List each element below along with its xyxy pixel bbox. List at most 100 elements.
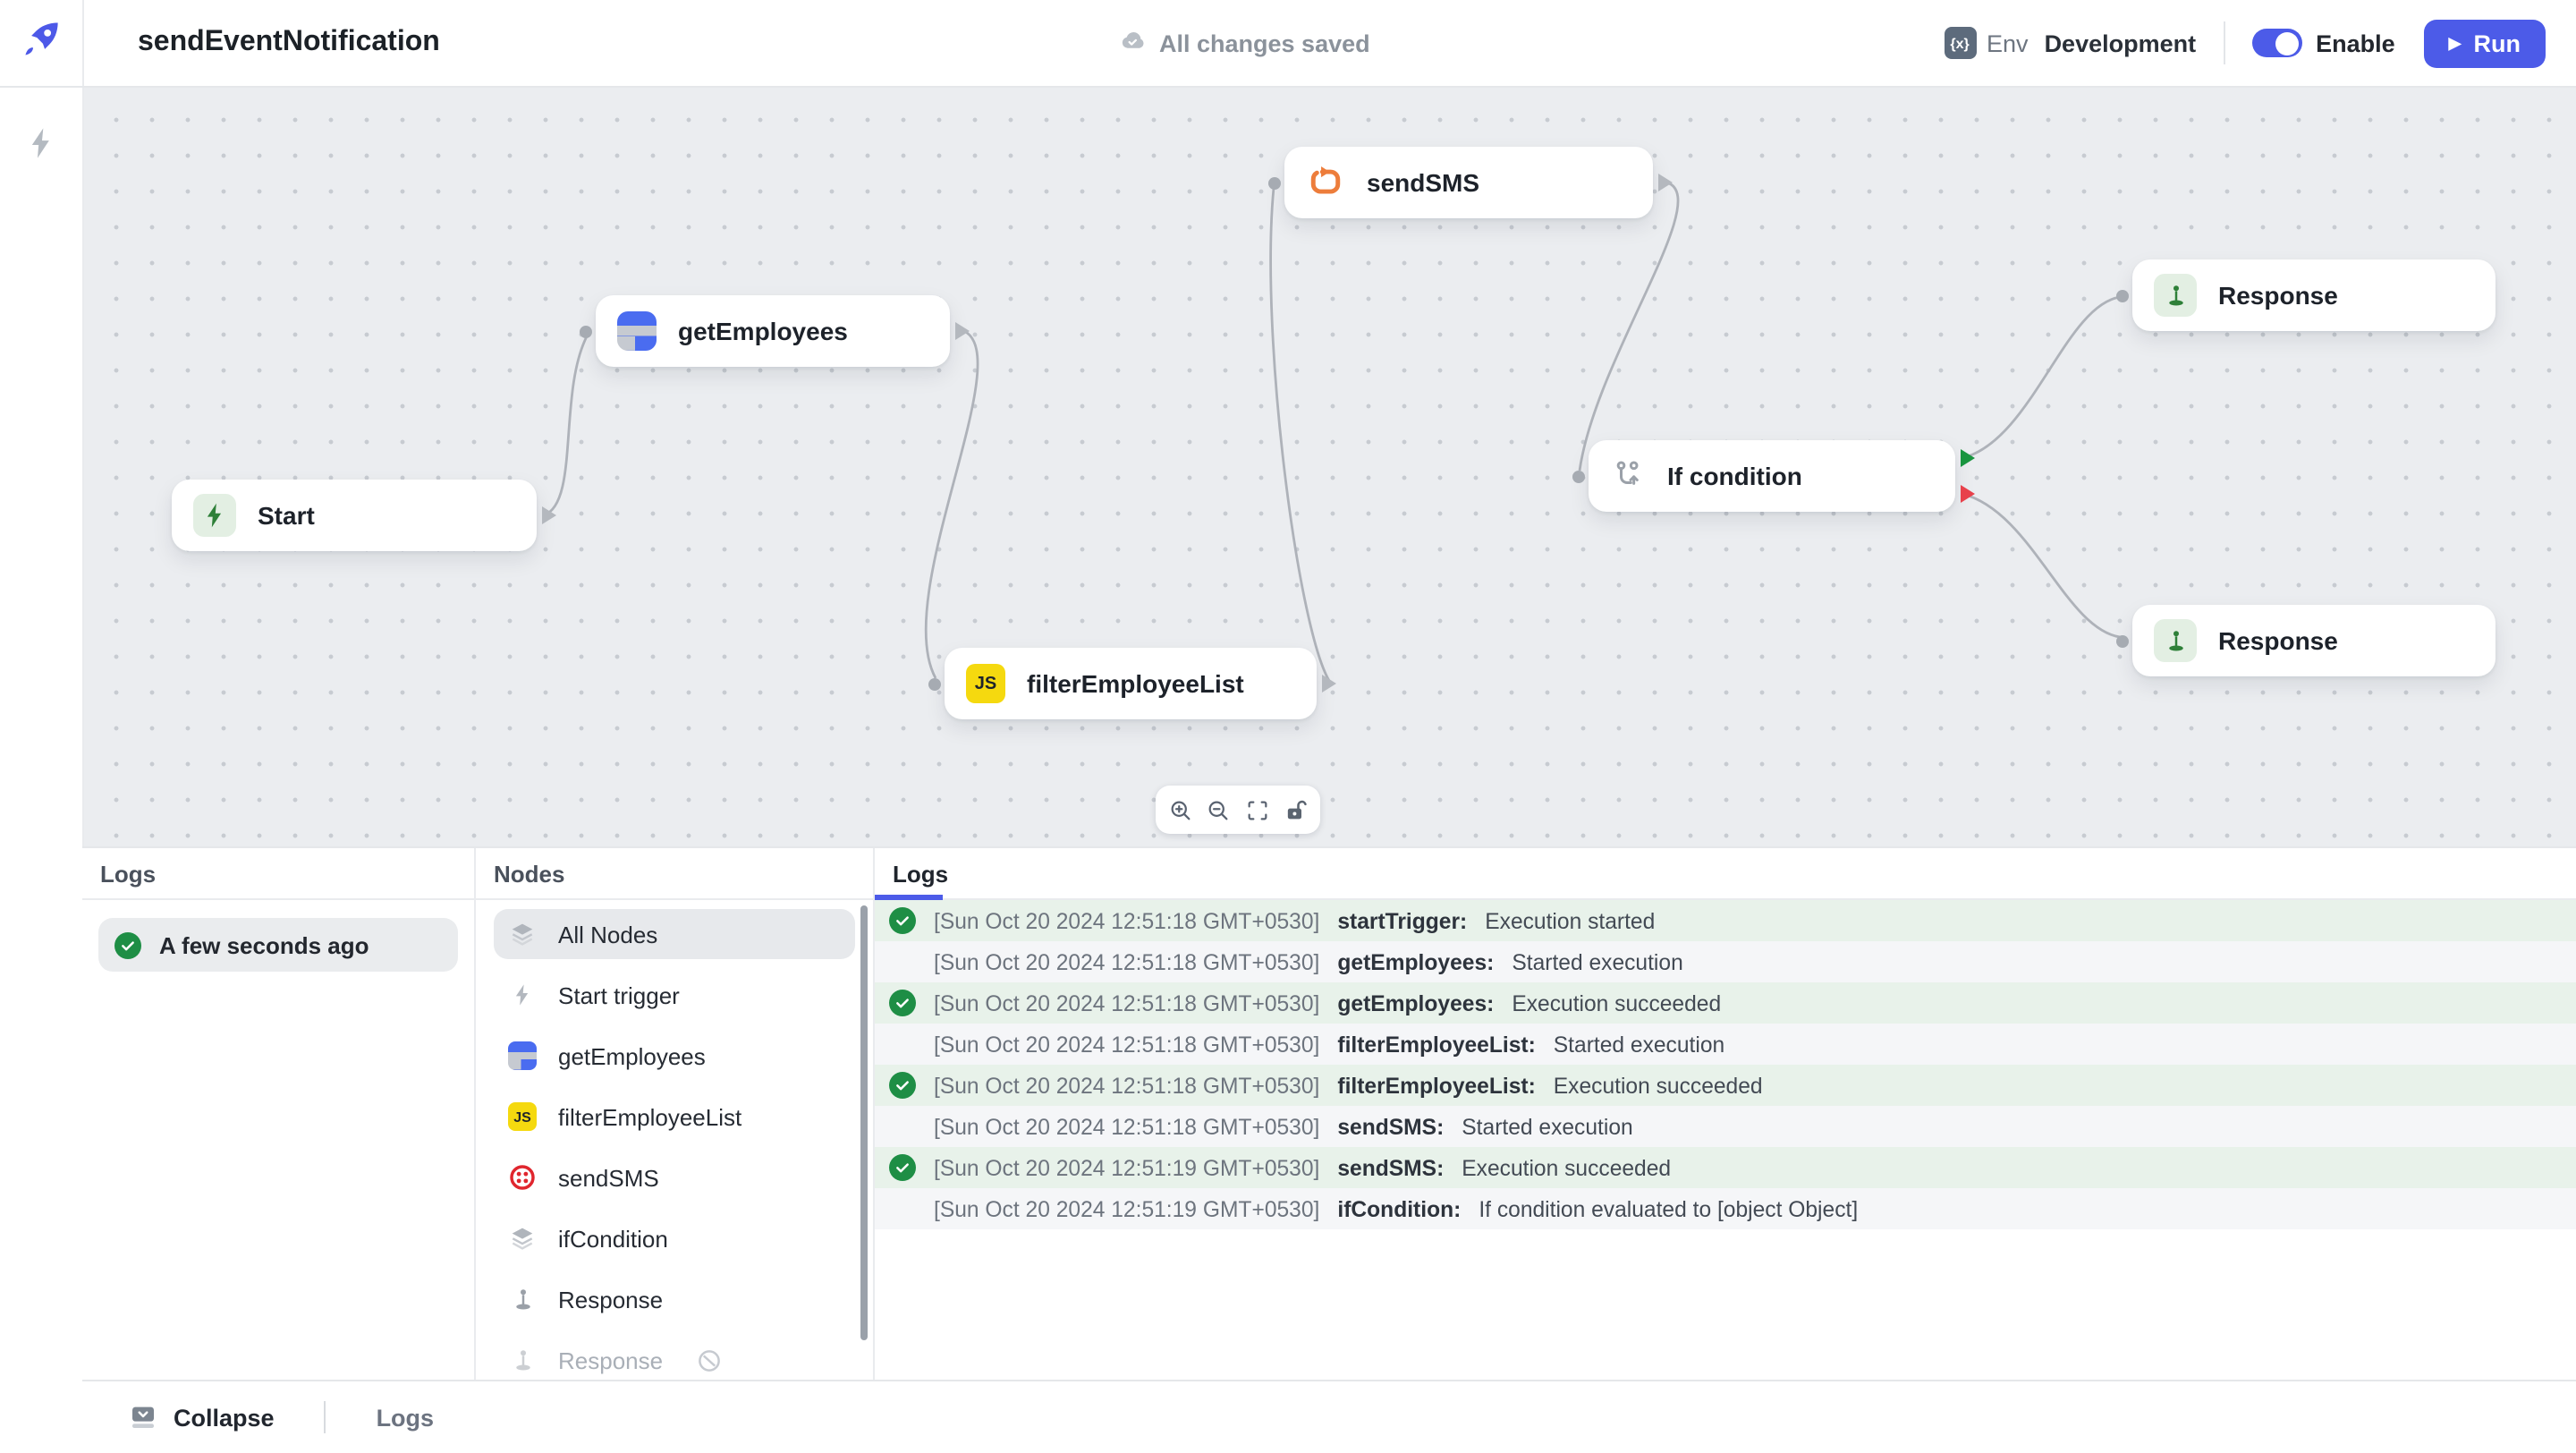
log-entries: [Sun Oct 20 2024 12:51:18 GMT+0530] star… <box>875 900 2576 1229</box>
zoom-out-icon[interactable] <box>1207 797 1232 822</box>
success-check-icon <box>889 990 916 1016</box>
nodes-filter-label: getEmployees <box>558 1042 706 1069</box>
log-timestamp: [Sun Oct 20 2024 12:51:18 GMT+0530] <box>934 1032 1320 1057</box>
log-message: Started execution <box>1512 949 1683 974</box>
nodes-filter-starttrigger[interactable]: Start trigger <box>494 970 855 1020</box>
env-label: Env <box>1987 30 2029 56</box>
lock-icon[interactable] <box>1283 797 1308 822</box>
nodes-filter-response[interactable]: Response <box>494 1274 855 1324</box>
bottom-bar: Collapse Logs <box>82 1380 2576 1453</box>
log-message: Execution succeeded <box>1462 1155 1672 1180</box>
env-selector[interactable]: Development <box>2044 30 2197 56</box>
input-handle[interactable] <box>2116 634 2129 647</box>
log-message: Started execution <box>1553 1032 1725 1057</box>
prohibited-icon <box>695 1347 722 1373</box>
success-check-icon <box>889 907 916 934</box>
run-button[interactable]: ▶ Run <box>2423 19 2546 67</box>
logs-column: Logs [Sun Oct 20 2024 12:51:18 GMT+0530]… <box>875 848 2576 1380</box>
run-history-item[interactable]: A few seconds ago <box>98 918 458 972</box>
node-label: Response <box>2218 626 2338 655</box>
output-handle[interactable] <box>1658 174 1673 191</box>
log-node-name: getEmployees: <box>1337 949 1495 974</box>
nodes-filter-getemployees[interactable]: getEmployees <box>494 1031 855 1081</box>
log-node-name: sendSMS: <box>1337 1114 1445 1139</box>
log-message: Started execution <box>1462 1114 1633 1139</box>
node-filteremployeelist[interactable]: JS filterEmployeeList <box>928 648 1336 719</box>
collapse-label: Collapse <box>174 1404 275 1431</box>
layers-icon <box>508 920 537 948</box>
node-label: getEmployees <box>678 317 848 345</box>
log-timestamp: [Sun Oct 20 2024 12:51:19 GMT+0530] <box>934 1155 1320 1180</box>
workflow-canvas[interactable]: Start getEmployees sendSMS JS fi <box>82 86 2576 846</box>
node-ifcondition[interactable]: If condition <box>1572 440 1975 512</box>
lightning-icon <box>508 981 537 1009</box>
left-rail <box>0 86 84 1453</box>
workflow-title[interactable]: sendEventNotification <box>138 27 440 57</box>
log-timestamp: [Sun Oct 20 2024 12:51:18 GMT+0530] <box>934 949 1320 974</box>
nodes-column: Nodes All Nodes Start trigger getE <box>476 848 875 1380</box>
nodes-filter-sendsms[interactable]: sendSMS <box>494 1152 855 1202</box>
input-handle[interactable] <box>1268 176 1281 189</box>
input-handle[interactable] <box>1572 470 1585 482</box>
nodes-filter-filteremployeelist[interactable]: JS filterEmployeeList <box>494 1092 855 1142</box>
log-message: Execution succeeded <box>1512 990 1722 1015</box>
input-handle[interactable] <box>928 677 941 690</box>
nodes-scrollbar[interactable] <box>860 905 868 1340</box>
header-actions: {x} Env Development Enable ▶ Run <box>1944 19 2576 67</box>
runs-column: Logs A few seconds ago <box>82 848 476 1380</box>
zoom-in-icon[interactable] <box>1168 797 1193 822</box>
pin-icon <box>508 1285 537 1313</box>
tab-logs[interactable]: Logs <box>893 860 949 887</box>
rocket-icon <box>18 15 64 71</box>
output-handle[interactable] <box>1322 675 1336 693</box>
fit-view-icon[interactable] <box>1244 797 1269 822</box>
save-status: All changes saved <box>1118 0 1370 86</box>
output-handle[interactable] <box>955 322 970 340</box>
log-row: [Sun Oct 20 2024 12:51:18 GMT+0530] send… <box>875 1106 2576 1147</box>
log-message: If condition evaluated to [object Object… <box>1479 1196 1859 1221</box>
node-label: Start <box>258 501 315 530</box>
collapse-button[interactable]: Collapse <box>129 1403 275 1432</box>
node-getemployees[interactable]: getEmployees <box>580 295 970 367</box>
false-output-handle[interactable] <box>1961 485 1975 503</box>
log-check-placeholder <box>889 1113 916 1140</box>
node-response-true[interactable]: Response <box>2116 259 2496 331</box>
node-response-false[interactable]: Response <box>2116 605 2496 676</box>
pin-icon <box>2154 274 2197 317</box>
enable-label: Enable <box>2316 30 2395 56</box>
log-row: [Sun Oct 20 2024 12:51:19 GMT+0530] ifCo… <box>875 1188 2576 1229</box>
twilio-icon <box>508 1163 537 1192</box>
enable-toggle[interactable] <box>2251 29 2302 57</box>
table-icon <box>617 311 657 351</box>
log-node-name: filterEmployeeList: <box>1337 1073 1536 1098</box>
log-node-name: getEmployees: <box>1337 990 1495 1015</box>
output-handle[interactable] <box>542 506 556 524</box>
node-label: sendSMS <box>1367 168 1480 197</box>
bottom-panel: Logs A few seconds ago Nodes All Nodes <box>82 846 2576 1380</box>
log-check-placeholder <box>889 948 916 975</box>
pin-icon <box>2154 619 2197 662</box>
bottom-bar-logs[interactable]: Logs <box>376 1404 435 1431</box>
branch-icon <box>1610 458 1646 494</box>
log-row: [Sun Oct 20 2024 12:51:18 GMT+0530] filt… <box>875 1024 2576 1065</box>
node-sendsms[interactable]: sendSMS <box>1268 147 1673 218</box>
nodes-filter-all[interactable]: All Nodes <box>494 909 855 959</box>
nodes-filter-ifcondition[interactable]: ifCondition <box>494 1213 855 1263</box>
input-handle[interactable] <box>580 325 592 337</box>
input-handle[interactable] <box>2116 289 2129 302</box>
header-divider <box>2223 21 2225 64</box>
run-item-label: A few seconds ago <box>159 931 369 958</box>
log-node-name: startTrigger: <box>1337 908 1468 933</box>
success-check-icon <box>114 931 141 958</box>
nodes-column-title: Nodes <box>476 848 873 900</box>
log-row: [Sun Oct 20 2024 12:51:18 GMT+0530] getE… <box>875 941 2576 982</box>
app-logo[interactable] <box>0 0 84 86</box>
nodes-filter-response-disabled[interactable]: Response <box>494 1335 855 1380</box>
log-timestamp: [Sun Oct 20 2024 12:51:18 GMT+0530] <box>934 1114 1320 1139</box>
nodes-filter-label: ifCondition <box>558 1225 668 1252</box>
node-start[interactable]: Start <box>172 480 556 551</box>
js-icon: JS <box>508 1102 537 1131</box>
true-output-handle[interactable] <box>1961 449 1975 467</box>
trigger-nav-lightning-icon[interactable] <box>23 125 59 1453</box>
